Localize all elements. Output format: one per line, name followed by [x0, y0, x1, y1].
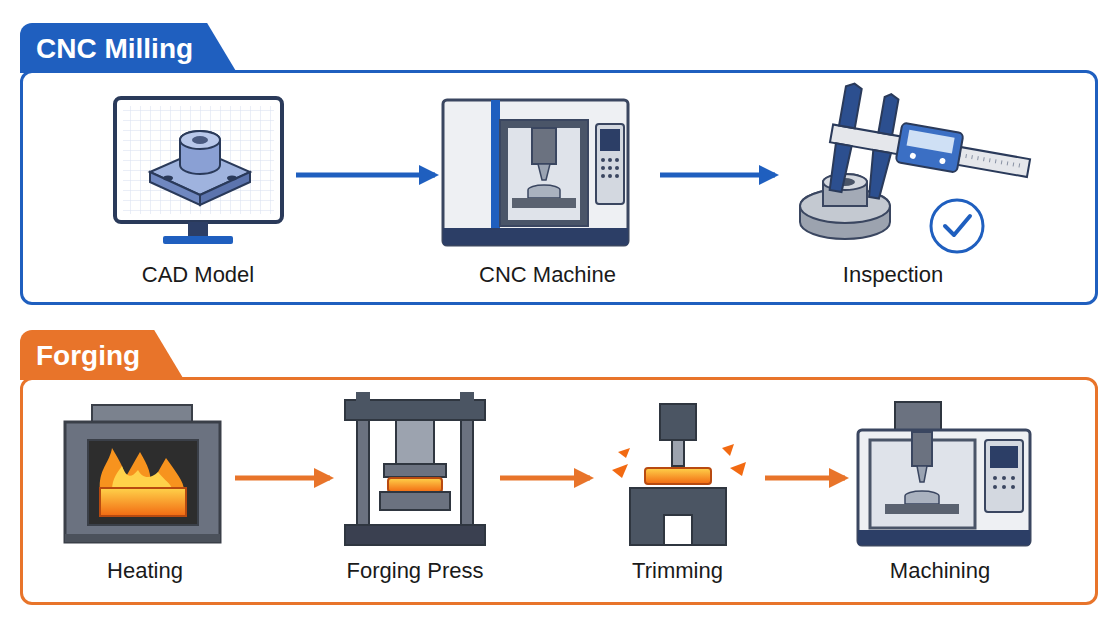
cnc-machine	[443, 100, 628, 245]
cad-monitor	[115, 98, 282, 244]
panel-heading: CNC Milling	[36, 33, 193, 64]
process-step: Forging Press	[330, 398, 500, 588]
flow-arrow	[500, 476, 590, 481]
step-label: CAD Model	[100, 262, 296, 288]
process-panel: ForgingHeatingForging PressTrimmingMachi…	[20, 377, 1098, 605]
process-step: Inspection	[775, 92, 1011, 292]
panel-heading: Forging	[36, 340, 140, 371]
process-step: CAD Model	[100, 92, 296, 292]
forging-press	[345, 392, 485, 545]
flow-arrow	[235, 476, 330, 481]
step-label: Trimming	[590, 558, 765, 584]
trimming-die	[612, 404, 746, 545]
panel-tab: CNC Milling	[20, 23, 237, 73]
flow-arrow	[296, 173, 435, 178]
caliper-and-part	[800, 81, 1038, 252]
process-step: CNC Machine	[435, 92, 660, 292]
process-step: Heating	[55, 398, 235, 588]
machining-center	[858, 402, 1030, 545]
step-label: CNC Machine	[435, 262, 660, 288]
process-panel: CNC MillingCAD ModelCNC MachineInspectio…	[20, 70, 1098, 305]
step-label: Machining	[845, 558, 1035, 584]
furnace	[65, 405, 220, 542]
step-label: Inspection	[775, 262, 1011, 288]
process-step: Machining	[845, 398, 1035, 588]
panel-tab: Forging	[20, 330, 184, 380]
process-step: Trimming	[590, 398, 765, 588]
flow-arrow	[765, 476, 845, 481]
step-label: Heating	[55, 558, 235, 584]
flow-arrow	[660, 173, 775, 178]
step-label: Forging Press	[330, 558, 500, 584]
